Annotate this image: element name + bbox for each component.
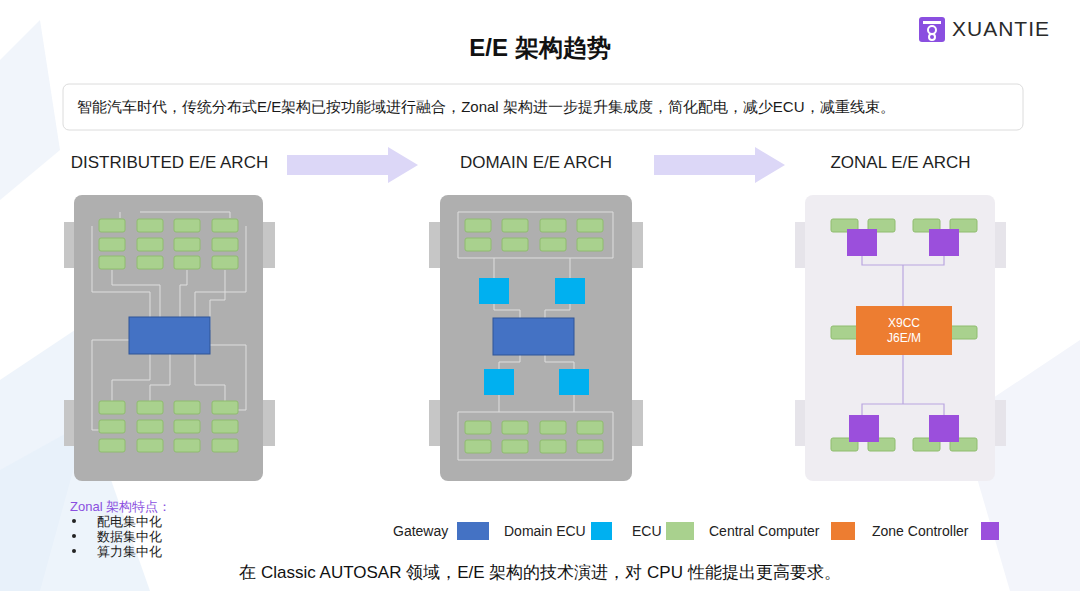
legend-text: Zone Controller <box>872 523 969 539</box>
illustration-shape <box>72 534 76 538</box>
flow-arrow <box>654 147 785 183</box>
illustration-shape <box>559 369 589 395</box>
column-heading: DISTRIBUTED E/E ARCH <box>60 153 279 173</box>
arch-column: DISTRIBUTED E/E ARCH <box>60 150 279 485</box>
illustration-shape <box>458 212 613 258</box>
flow-arrow <box>287 147 418 183</box>
illustration-shape <box>458 212 613 460</box>
box-text: X9CC J6E/M <box>887 316 921 346</box>
illustration-shape <box>63 84 1023 130</box>
illustration-shape <box>545 355 574 369</box>
illustration-shape <box>92 340 99 430</box>
illustration-shape <box>902 355 903 404</box>
note-bullet: 算力集中化 <box>97 543 162 561</box>
illustration-shape <box>862 404 944 415</box>
illustration-shape <box>862 256 944 265</box>
illustration-shape <box>923 21 941 24</box>
illustration-shape <box>99 401 238 414</box>
illustration-shape <box>574 395 575 412</box>
legend-swatch <box>591 522 612 540</box>
illustration-shape <box>929 34 935 40</box>
central-computer-box: X9CC J6E/M <box>856 306 952 355</box>
illustration-shape <box>805 195 995 481</box>
illustration-shape <box>99 238 238 251</box>
illustration-shape <box>831 326 858 339</box>
illustration-shape <box>99 420 238 433</box>
illustration-shape <box>210 270 225 330</box>
illustration-shape <box>902 265 903 306</box>
arrow-shape <box>287 147 418 183</box>
subtitle-panel: 智能汽车时代，传统分布式E/E架构已按功能域进行融合，Zonal 架构进一步提升… <box>63 84 1023 130</box>
illustration-shape <box>494 304 520 318</box>
legend-text: Central Computer <box>709 523 820 539</box>
illustration-shape <box>72 549 76 553</box>
illustration-shape <box>112 270 160 317</box>
illustration-shape <box>465 219 603 232</box>
illustration-shape <box>499 355 520 369</box>
illustration-shape <box>484 369 514 395</box>
illustration-shape <box>99 256 238 269</box>
legend-text: ECU <box>632 523 662 539</box>
note-bullet: 配电集中化 <box>97 513 162 531</box>
legend-swatch <box>831 522 855 540</box>
legend-swatch <box>981 522 999 540</box>
legend-swatch <box>666 522 694 540</box>
illustration-shape <box>72 519 76 523</box>
illustration-shape <box>0 20 60 200</box>
note-bullet: 数据集中化 <box>97 528 162 546</box>
illustration-shape <box>120 212 121 218</box>
illustration-shape <box>74 195 263 481</box>
illustration-shape <box>180 270 187 317</box>
illustration-shape <box>465 421 603 434</box>
illustration-shape <box>847 229 877 256</box>
illustration-shape <box>458 412 613 460</box>
note-heading: Zonal 架构特点： <box>70 498 171 516</box>
illustration-shape <box>929 415 959 442</box>
illustration-shape <box>210 345 246 410</box>
illustration-shape <box>440 195 632 481</box>
illustration-shape <box>150 354 170 401</box>
illustration-shape <box>555 278 585 304</box>
illustration-shape <box>479 278 509 304</box>
arch-column: DOMAIN E/E ARCH <box>426 150 646 485</box>
illustration-shape <box>99 219 238 232</box>
illustration-shape <box>919 17 945 42</box>
illustration-shape <box>99 439 238 452</box>
caption: 在 Classic AUTOSAR 领域，E/E 架构的技术演进，对 CPU 性… <box>0 561 1080 584</box>
illustration-shape <box>950 326 977 339</box>
illustration-shape <box>545 304 570 318</box>
subtitle-text: 智能汽车时代，传统分布式E/E架构已按功能域进行融合，Zonal 架构进一步提升… <box>77 98 895 117</box>
arrow-shape <box>654 147 785 183</box>
legend-swatch <box>457 522 489 540</box>
illustration-shape <box>928 26 936 34</box>
illustration-shape <box>195 354 225 401</box>
logo-text: XUANTIE <box>952 17 1050 41</box>
slide-title: E/E 架构趋势 <box>0 32 1080 64</box>
illustration-shape <box>929 229 959 256</box>
illustration-shape <box>92 212 246 430</box>
column-heading: DOMAIN E/E ARCH <box>426 153 646 173</box>
illustration-shape <box>140 212 230 218</box>
illustration-shape <box>465 238 603 251</box>
illustration-shape <box>465 440 603 453</box>
illustration-shape <box>129 317 210 354</box>
column-heading: ZONAL E/E ARCH <box>793 153 1008 173</box>
illustration-shape <box>112 354 150 401</box>
legend-text: Domain ECU <box>504 523 586 539</box>
illustration-shape <box>849 415 879 442</box>
illustration-shape <box>493 318 574 355</box>
illustration-shape <box>499 395 500 412</box>
illustration-shape <box>92 340 129 341</box>
illustration-shape <box>494 258 495 278</box>
legend-text: Gateway <box>393 523 448 539</box>
arch-column: ZONAL E/E ARCH X9CC J6E/M <box>793 150 1008 485</box>
illustration-shape <box>570 258 571 278</box>
